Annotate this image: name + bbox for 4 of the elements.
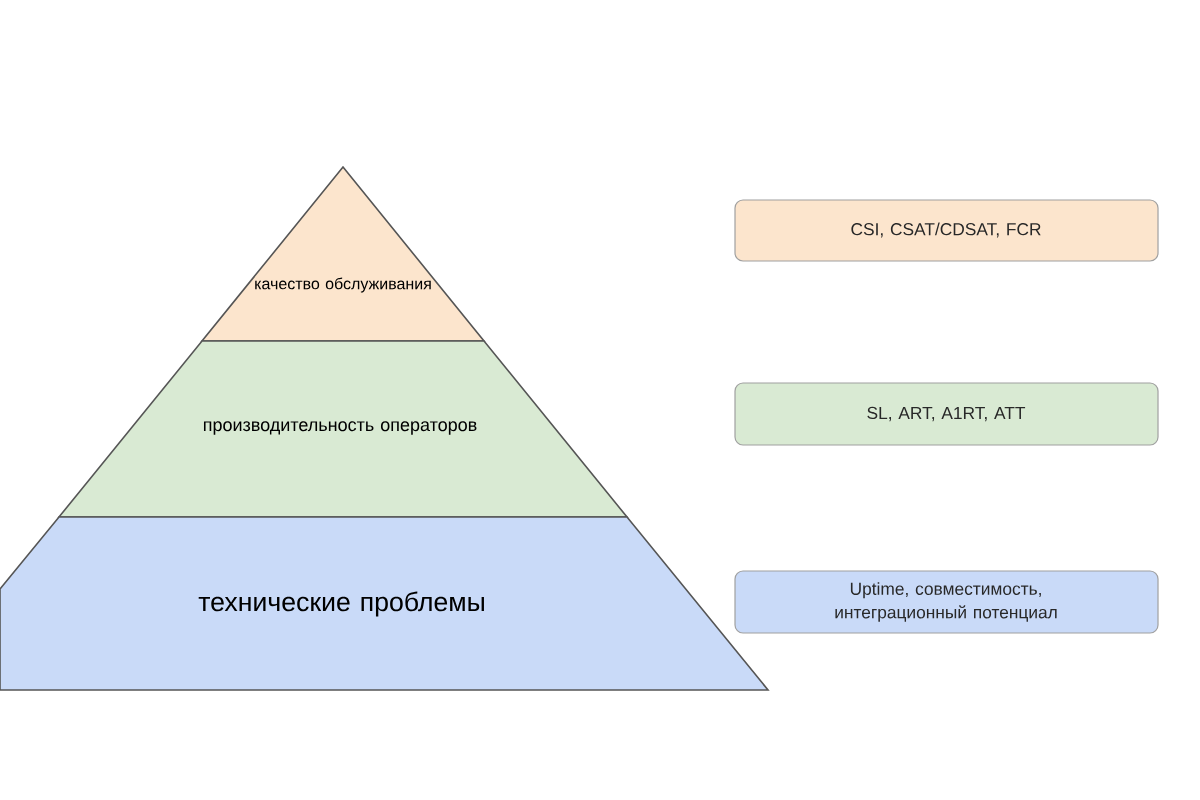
metric-box: Uptime, совместимость, интеграционный потенциал: [734, 570, 1159, 634]
pyramid-level: технические проблемы: [0, 516, 770, 691]
metric-box: CSI, CSAT/CDSAT, FCR: [734, 199, 1159, 262]
metric-box: SL, ART, A1RT, ATT: [734, 382, 1159, 446]
